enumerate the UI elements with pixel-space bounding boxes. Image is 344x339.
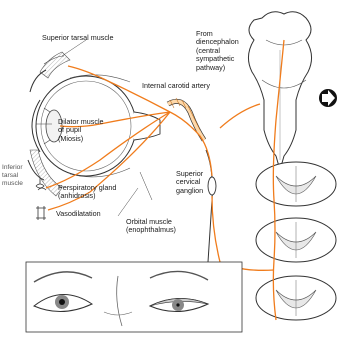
postganglionic-fiber (170, 112, 212, 176)
label-superior-cervical-ganglion: Superior cervical ganglion (176, 170, 203, 195)
label-from-line-5: pathway) (196, 64, 239, 72)
spinal-segment-2 (256, 218, 336, 262)
label-from-diencephalon: From diencephalon (central sympathetic p… (196, 30, 239, 72)
label-dilator-line-3: (Miosis) (58, 135, 104, 143)
label-perspiratory-line-2: (anhidrosis) (58, 192, 116, 200)
label-orbital-line-2: (enophthalmus) (126, 226, 176, 234)
label-superior-tarsal-muscle: Superior tarsal muscle (42, 34, 114, 42)
label-ganglion-line-3: ganglion (176, 187, 203, 195)
label-inferior-line-1: Inferior (2, 164, 23, 172)
label-inferior-tarsal-muscle: Inferior tarsal muscle (2, 164, 23, 187)
label-orbital-muscle: Orbital muscle (enophthalmus) (126, 218, 176, 235)
spinal-segment-3 (256, 276, 336, 320)
label-dilator-muscle: Dilator muscle of pupil (Miosis) (58, 118, 104, 143)
brainstem (248, 12, 337, 170)
vessel-icon (36, 206, 46, 220)
face-eyes-illustration (26, 262, 242, 332)
arrow-right-icon (319, 89, 337, 107)
label-vasodilatation: Vasodilatation (56, 210, 101, 218)
label-internal-carotid-artery: Internal carotid artery (142, 82, 210, 90)
label-perspiratory-gland: Perspiratory gland (anhidrosis) (58, 184, 116, 201)
spinal-cord-sections (256, 162, 336, 320)
label-inferior-line-2: tarsal (2, 172, 23, 180)
spinal-segment-1 (256, 162, 336, 206)
label-inferior-line-3: muscle (2, 180, 23, 188)
